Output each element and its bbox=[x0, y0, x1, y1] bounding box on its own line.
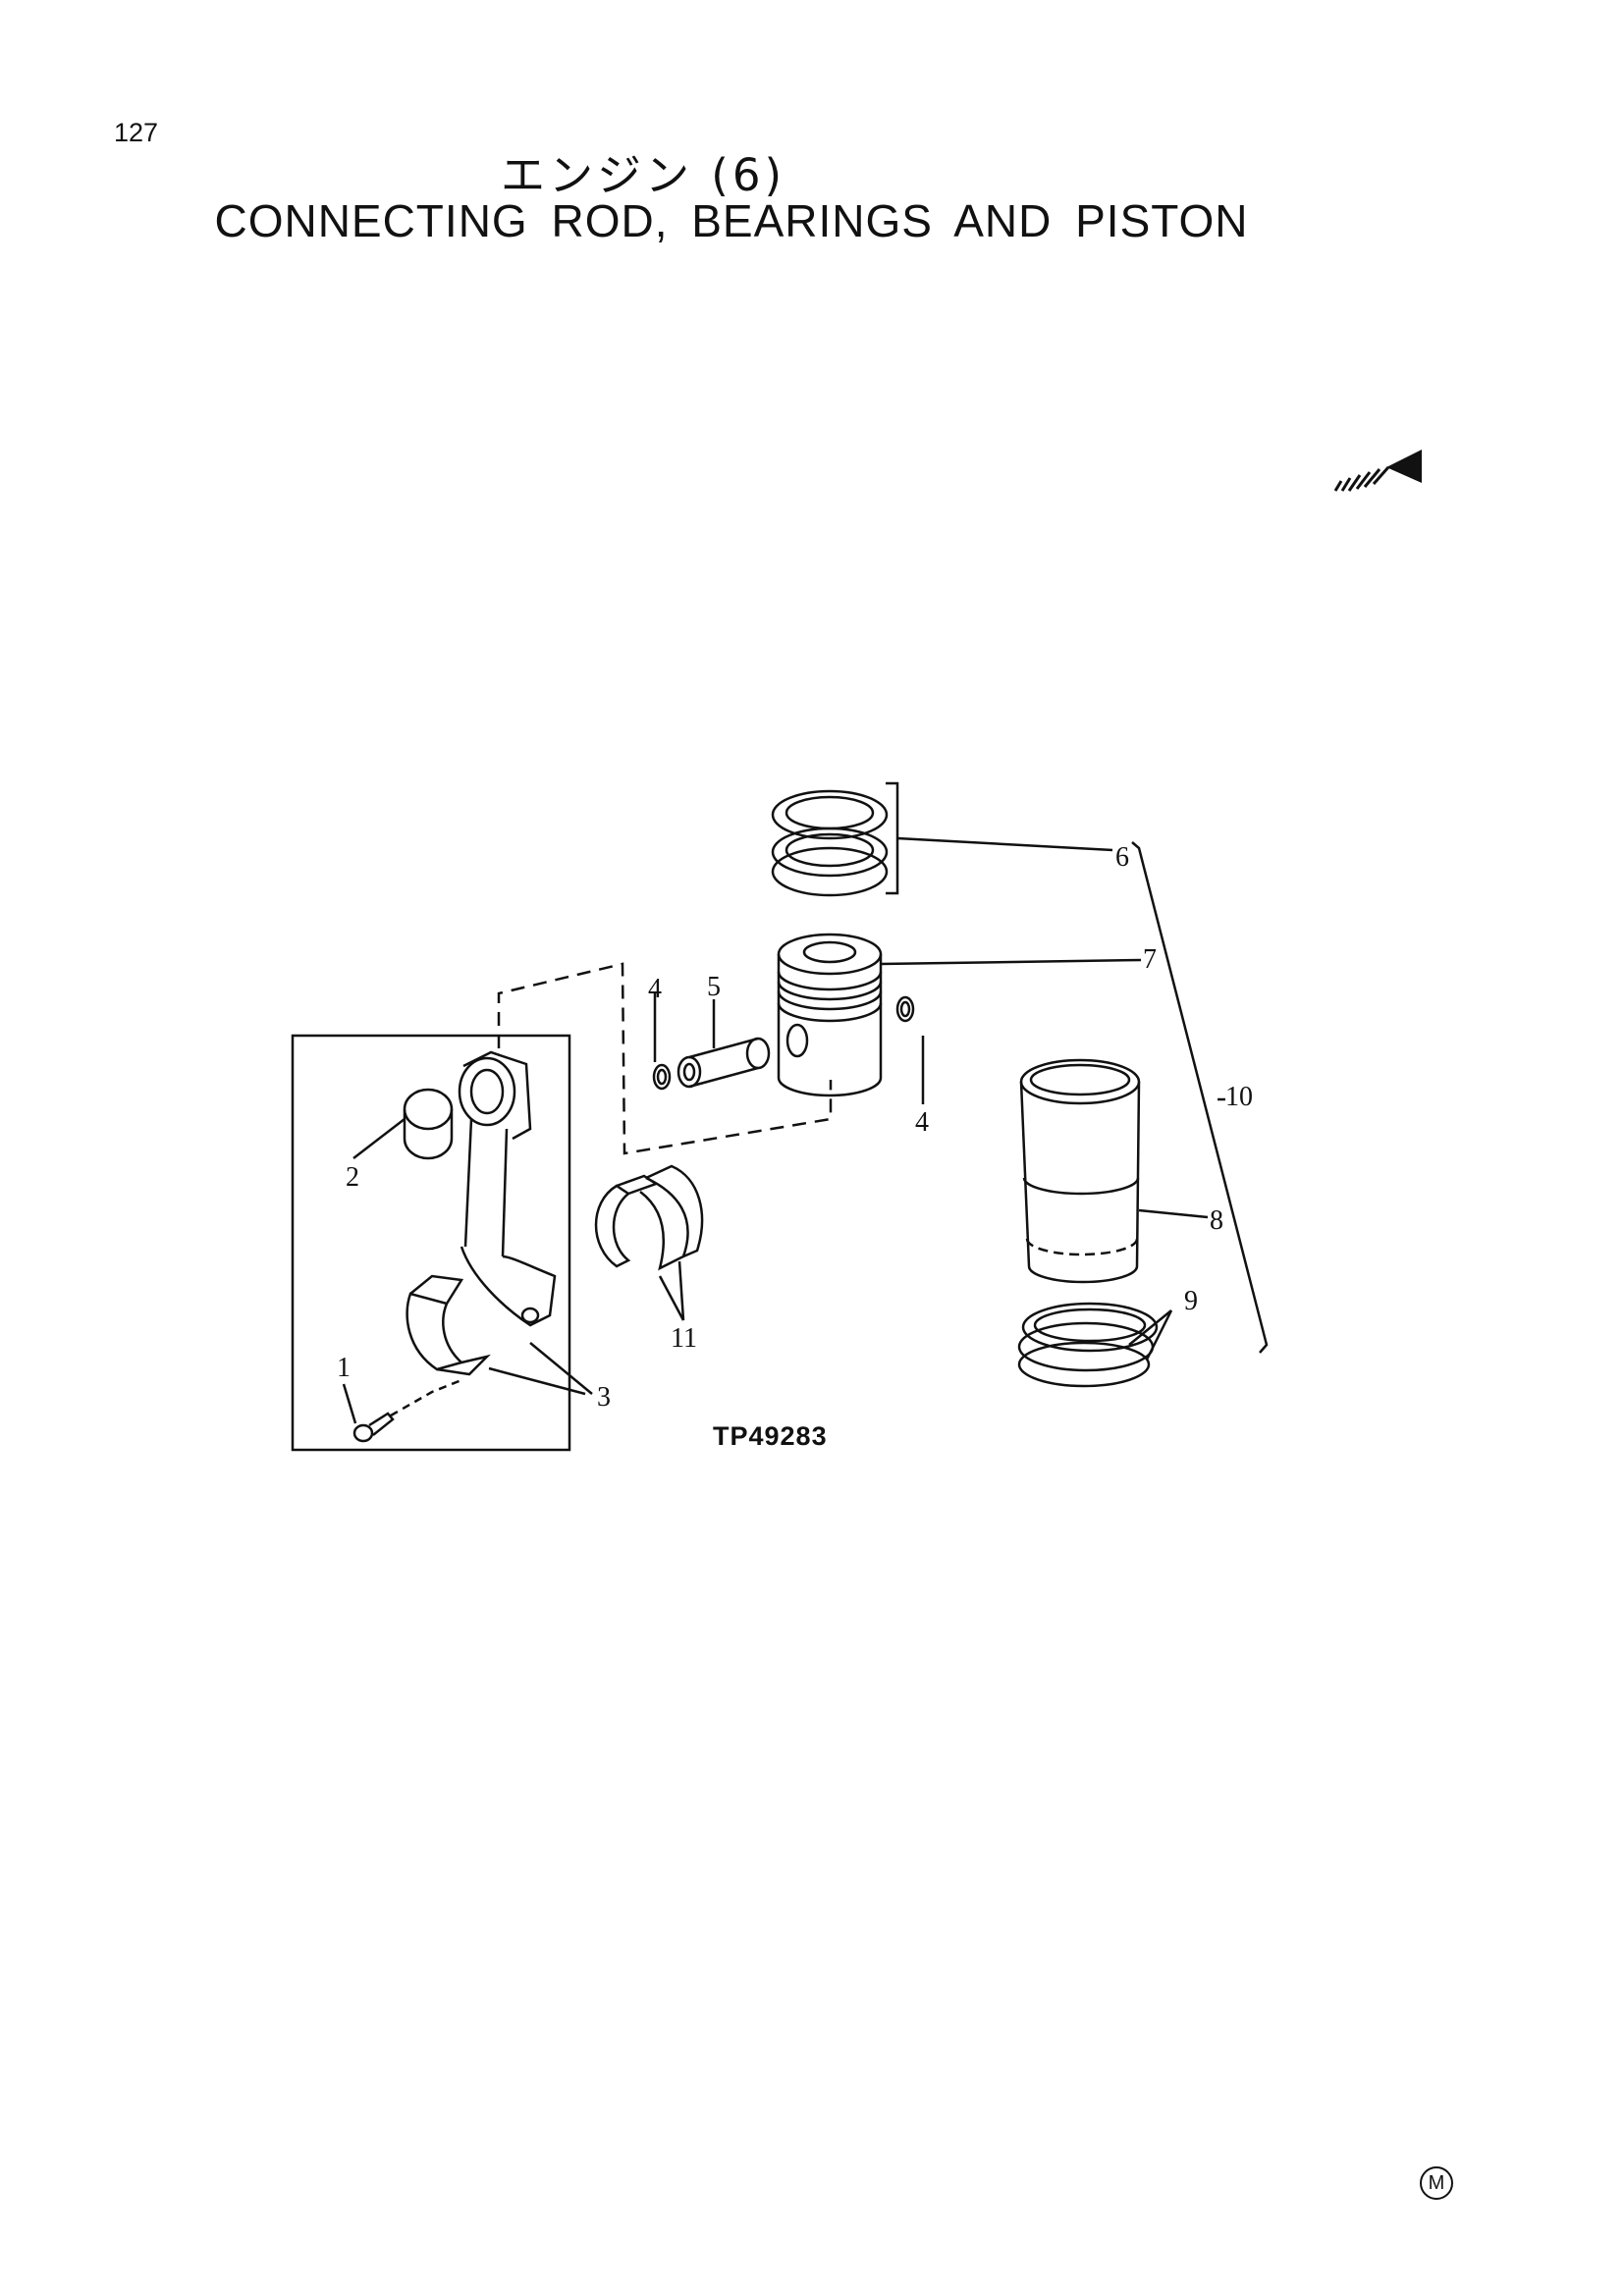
liner-seal-rings-part bbox=[1017, 1302, 1159, 1388]
connecting-rod-part bbox=[458, 1050, 557, 1327]
rod-cap-part bbox=[406, 1274, 491, 1376]
callout-label: 5 bbox=[707, 972, 721, 1002]
callout-label: 8 bbox=[1210, 1205, 1223, 1236]
page-title-jp: エンジン (6) bbox=[500, 149, 786, 201]
piston-rings-part bbox=[771, 789, 889, 897]
bushing-part bbox=[403, 1088, 454, 1160]
figure-code: TP49283 bbox=[713, 1421, 828, 1451]
conrod-group-frame bbox=[291, 1034, 571, 1452]
callout-label: 1 bbox=[337, 1353, 351, 1383]
circled-m-mark: M bbox=[1420, 2166, 1453, 2200]
callout-label: 6 bbox=[1115, 842, 1129, 873]
callout-label: 4 bbox=[648, 974, 662, 1004]
callout-label: 2 bbox=[346, 1162, 359, 1193]
callout-label: 7 bbox=[1143, 944, 1157, 975]
callout-label: 4 bbox=[915, 1107, 929, 1138]
piston-pin-part bbox=[677, 1037, 771, 1089]
cylinder-liner-part bbox=[1019, 1058, 1141, 1284]
rod-bearings-part bbox=[594, 1164, 704, 1271]
front-arrow-icon bbox=[1333, 450, 1422, 492]
callout-label: 3 bbox=[597, 1382, 611, 1413]
bolt-part bbox=[352, 1412, 395, 1443]
callout-label: 9 bbox=[1184, 1286, 1198, 1316]
callout-label: 11 bbox=[671, 1323, 697, 1354]
page-title: CONNECTING ROD, BEARINGS AND PISTON bbox=[214, 195, 1249, 246]
snap-ring-right bbox=[895, 995, 915, 1023]
page-number: 127 bbox=[114, 118, 159, 147]
snap-ring-left bbox=[652, 1063, 672, 1091]
piston-part bbox=[777, 933, 883, 1097]
callout-label: 10 bbox=[1225, 1082, 1253, 1112]
